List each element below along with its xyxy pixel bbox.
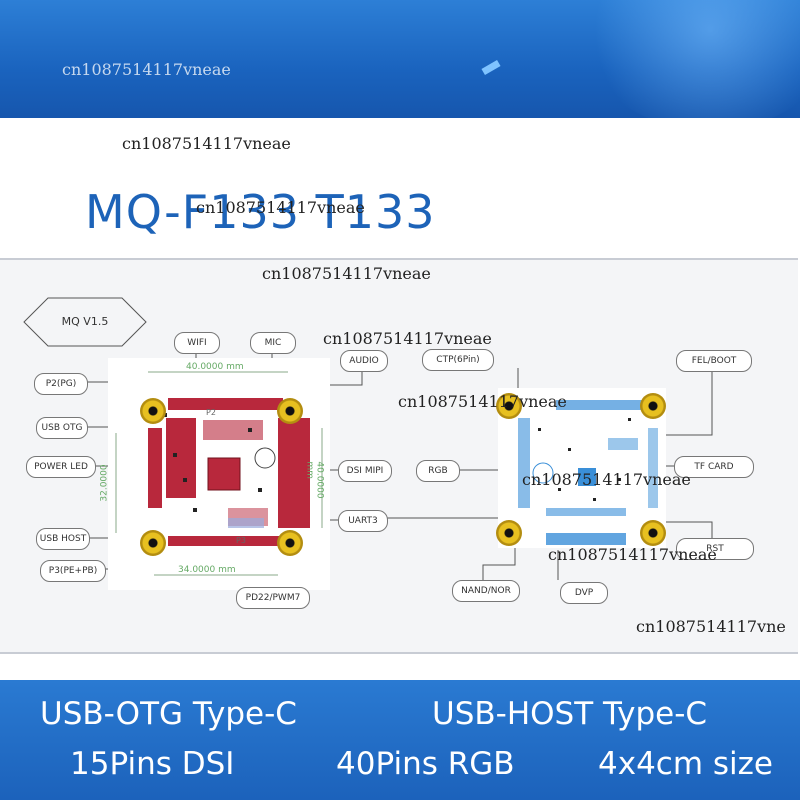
watermark: cn1087514117vneae [323,329,492,348]
label-rgb: RGB [416,460,460,482]
feature-size: 4x4cm size [598,746,773,782]
label-pd22: PD22/PWM7 [236,587,310,609]
watermark: cn1087514117vneae [398,392,567,411]
feature-banner: USB-OTG Type-C USB-HOST Type-C 15Pins DS… [0,680,800,800]
watermark: cn1087514117vneae [122,134,291,153]
watermark: cn1087514117vneae [196,198,365,217]
mount-pad [640,393,666,419]
label-fel-boot: FEL/BOOT [676,350,752,372]
label-rst: RST [676,538,754,560]
label-dsi-mipi: DSI MIPI [338,460,392,482]
feature-rgb: 40Pins RGB [336,746,515,782]
label-p2: P2(PG) [34,373,88,395]
label-dvp: DVP [560,582,608,604]
dim-left: 32.0000 [99,464,110,502]
feature-dsi: 15Pins DSI [70,746,235,782]
board-diagram: MQ V1.5 [0,258,798,654]
mount-pad [277,530,303,556]
label-ctp: CTP(6Pin) [422,349,494,371]
label-usb-otg: USB OTG [36,417,88,439]
dim-top: 40.0000 mm [186,362,244,372]
version-badge-frame [23,297,147,347]
banner-accent [481,59,501,76]
core-board-left: 40.0000 mm 34.0000 mm 32.0000 40.0000 mm… [100,358,330,590]
core-board-back-artwork [518,400,658,545]
silk-p2: P2 [206,408,216,417]
watermark: cn1087514117vneae [262,264,431,283]
banner-glow [580,0,800,118]
label-nand-nor: NAND/NOR [452,580,520,602]
version-label: MQ V1.5 [61,315,109,328]
silk-p3: P3 [236,536,246,545]
label-audio: AUDIO [340,350,388,372]
mount-pad [640,520,666,546]
mount-pad [277,398,303,424]
watermark: cn1087514117vne [636,617,786,636]
core-board-artwork [115,371,323,576]
mount-pad [496,393,522,419]
feature-usb-otg: USB-OTG Type-C [40,696,297,732]
connector-line [650,372,713,436]
dim-bottom: 34.0000 mm [178,565,236,575]
core-board-right [496,388,666,548]
mount-pad [140,398,166,424]
label-usb-host: USB HOST [36,528,90,550]
label-mic: MIC [250,332,296,354]
feature-usb-host: USB-HOST Type-C [432,696,708,732]
dim-right: 40.0000 mm [304,461,325,499]
mount-pad [496,520,522,546]
watermark: cn1087514117vneae [62,60,231,79]
mount-pad [140,530,166,556]
label-uart3: UART3 [338,510,388,532]
label-p3: P3(PE+PB) [40,560,106,582]
label-power-led: POWER LED [26,456,96,478]
label-tf-card: TF CARD [674,456,754,478]
label-wifi: WIFI [174,332,220,354]
watermark: cn1087514117vneae [522,470,691,489]
top-banner: cn1087514117vneae [0,0,800,118]
page-title: MQ-F133 T133 [85,185,436,239]
watermark: cn1087514117vneae [548,545,717,564]
